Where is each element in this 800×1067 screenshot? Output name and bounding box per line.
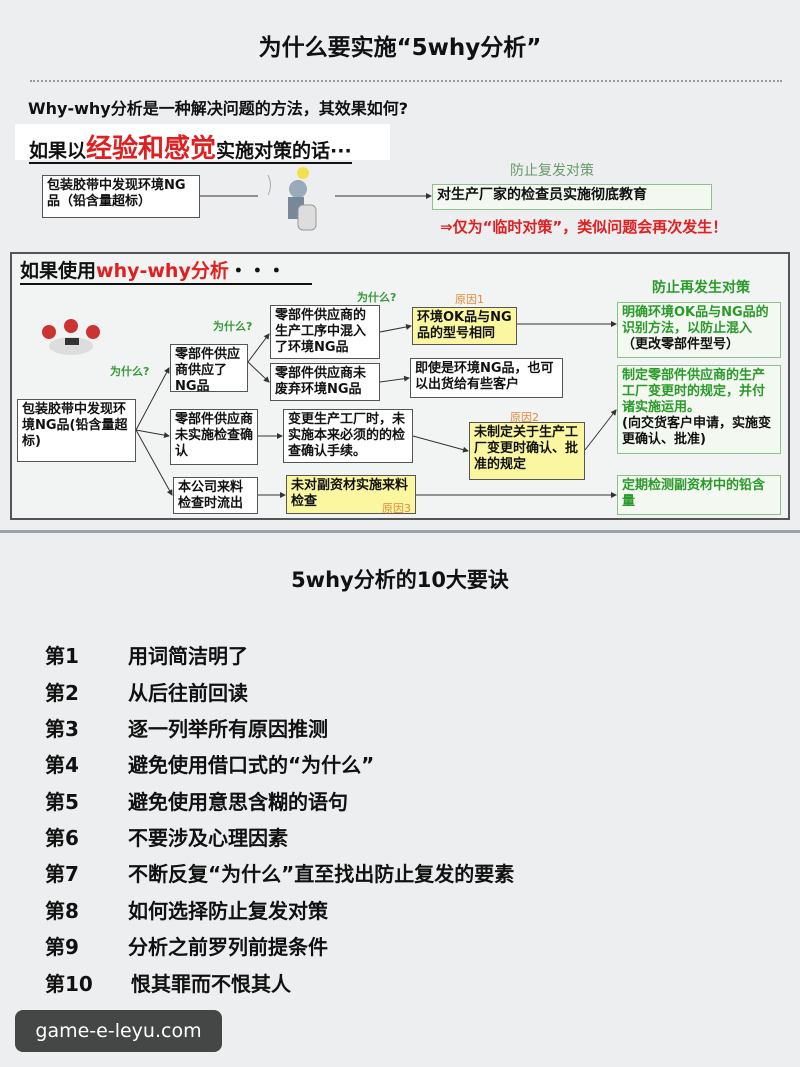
measure-box: 明确环境OK品与NG品的识别方法，以防止混入（更改零部件型号） [617,302,781,358]
measures-title: 防止再发生对策 [652,280,750,296]
tip-number: 第3 [45,717,79,741]
section-divider [0,530,800,533]
measure-box: 对生产厂家的检查员实施彻底教育 [432,184,712,210]
tip-text: 不要涉及心理因素 [128,826,288,850]
exp-red: 经验和感觉 [86,134,217,164]
tip-text: 恨其罪而不恨其人 [131,972,291,996]
level3-cause-box: 环境OK品与NG品的型号相同 [412,307,517,345]
measure-label: 防止复发对策 [510,163,594,179]
page-title: 为什么要实施“5why分析” [258,35,542,61]
meeting-people-icon [42,319,100,355]
tip-number: 第2 [45,681,79,705]
tip-item: 第6 不要涉及心理因素 [45,822,288,851]
tip-item: 第4 避免使用借口式的“为什么” [45,749,374,778]
tips-title: 5why分析的10大要诀 [291,568,509,592]
why-label: 为什么? [110,365,150,378]
measure-note: （更改零部件型号） [622,337,740,352]
watermark: game-e-leyu.com [15,1010,222,1052]
tip-item: 第9 分析之前罗列前提条件 [45,931,328,960]
tip-item: 第8 如何选择防止复发对策 [45,895,328,924]
cause-label: 原因1 [455,293,484,306]
tip-number: 第4 [45,753,79,777]
why-label: 为什么? [213,320,253,333]
measure-box: 制定零部件供应商的生产工厂变更时的规定，并付诸实施运用。(向交货客户申请，实施变… [617,365,781,454]
tip-text: 避免使用意思含糊的语句 [128,790,348,814]
cause-label: 原因2 [510,411,539,424]
level2-cause-box: 未对副资材实施来料检查 [286,475,416,514]
level1-box: 本公司来料检查时流出 [173,477,258,514]
top-arrows [200,193,432,199]
thinking-man-icon [267,167,317,231]
why-label: 为什么? [357,291,397,304]
problem-box: 包装胶带中发现环境NG品（铅含量超标） [42,175,200,218]
tip-text: 不断反复“为什么”直至找出防止复发的要素 [128,862,515,886]
tip-text: 用词简洁明了 [128,644,248,668]
measure-note: (向交货客户申请，实施变更确认、批准) [622,416,771,447]
tip-number: 第1 [45,644,79,668]
tip-text: 逐一列举所有原因推测 [128,717,328,741]
measure-text: 制定零部件供应商的生产工厂变更时的规定，并付诸实施运用。 [622,368,766,415]
tip-text: 如何选择防止复发对策 [128,899,328,923]
panel-title-suffix: ・・・ [228,260,286,282]
tip-text: 从后往前回读 [128,681,248,705]
level1-box: 零部件供应商供应了NG品 [170,344,248,394]
level2-box: 变更生产工厂时，未实施本来必须的的检查确认手续。 [283,409,413,463]
level2-box: 零部件供应商的生产工序中混入了环境NG品 [270,305,380,359]
tip-item: 第7 不断反复“为什么”直至找出防止复发的要素 [45,858,514,887]
tip-number: 第5 [45,790,79,814]
experience-heading: 如果以经验和感觉实施对策的话··· [15,124,390,164]
tip-item: 第3 逐一列举所有原因推测 [45,713,328,742]
tip-number: 第7 [45,862,79,886]
exp-suffix: 实施对策的话··· [216,140,352,162]
question: Why-why分析是一种解决问题的方法，其效果如何? [28,99,408,118]
tip-item: 第1 用词简洁明了 [45,640,248,669]
exp-prefix: 如果以 [29,140,87,162]
tip-item: 第2 从后往前回读 [45,677,248,706]
tip-number: 第9 [45,935,79,959]
measure-text: 明确环境OK品与NG品的识别方法，以防止混入 [622,305,769,336]
level3-cause-box: 未制定关于生产工厂变更时确认、批准的规定 [469,422,585,480]
root-problem-box: 包装胶带中发现环境NG品(铅含量超标) [17,399,136,462]
cause-label: 原因3 [382,502,411,515]
warning-text: ⇒仅为“临时对策”，类似问题会再次发生！ [440,218,728,236]
tip-item: 第5 避免使用意思含糊的语句 [45,786,348,815]
tip-text: 分析之前罗列前提条件 [128,935,328,959]
level1-box: 零部件供应商未实施检查确认 [170,409,258,465]
tip-item: 第10 恨其罪而不恨其人 [45,968,291,997]
tree-arrows [135,321,617,498]
tip-number: 第6 [45,826,79,850]
panel-title-red: why-why分析 [96,260,229,282]
level3-box: 即使是环境NG品，也可以出货给有些客户 [410,358,563,398]
level2-box: 零部件供应商未废弃环境NG品 [270,363,380,401]
tip-text: 避免使用借口式的“为什么” [128,753,375,777]
panel-title: 如果使用why-why分析・・・ [20,256,312,285]
tip-number: 第10 [45,972,93,996]
tip-number: 第8 [45,899,79,923]
divider [30,80,782,82]
panel-title-prefix: 如果使用 [20,260,97,282]
measure-box: 定期检测副资材中的铅含量 [617,475,781,515]
